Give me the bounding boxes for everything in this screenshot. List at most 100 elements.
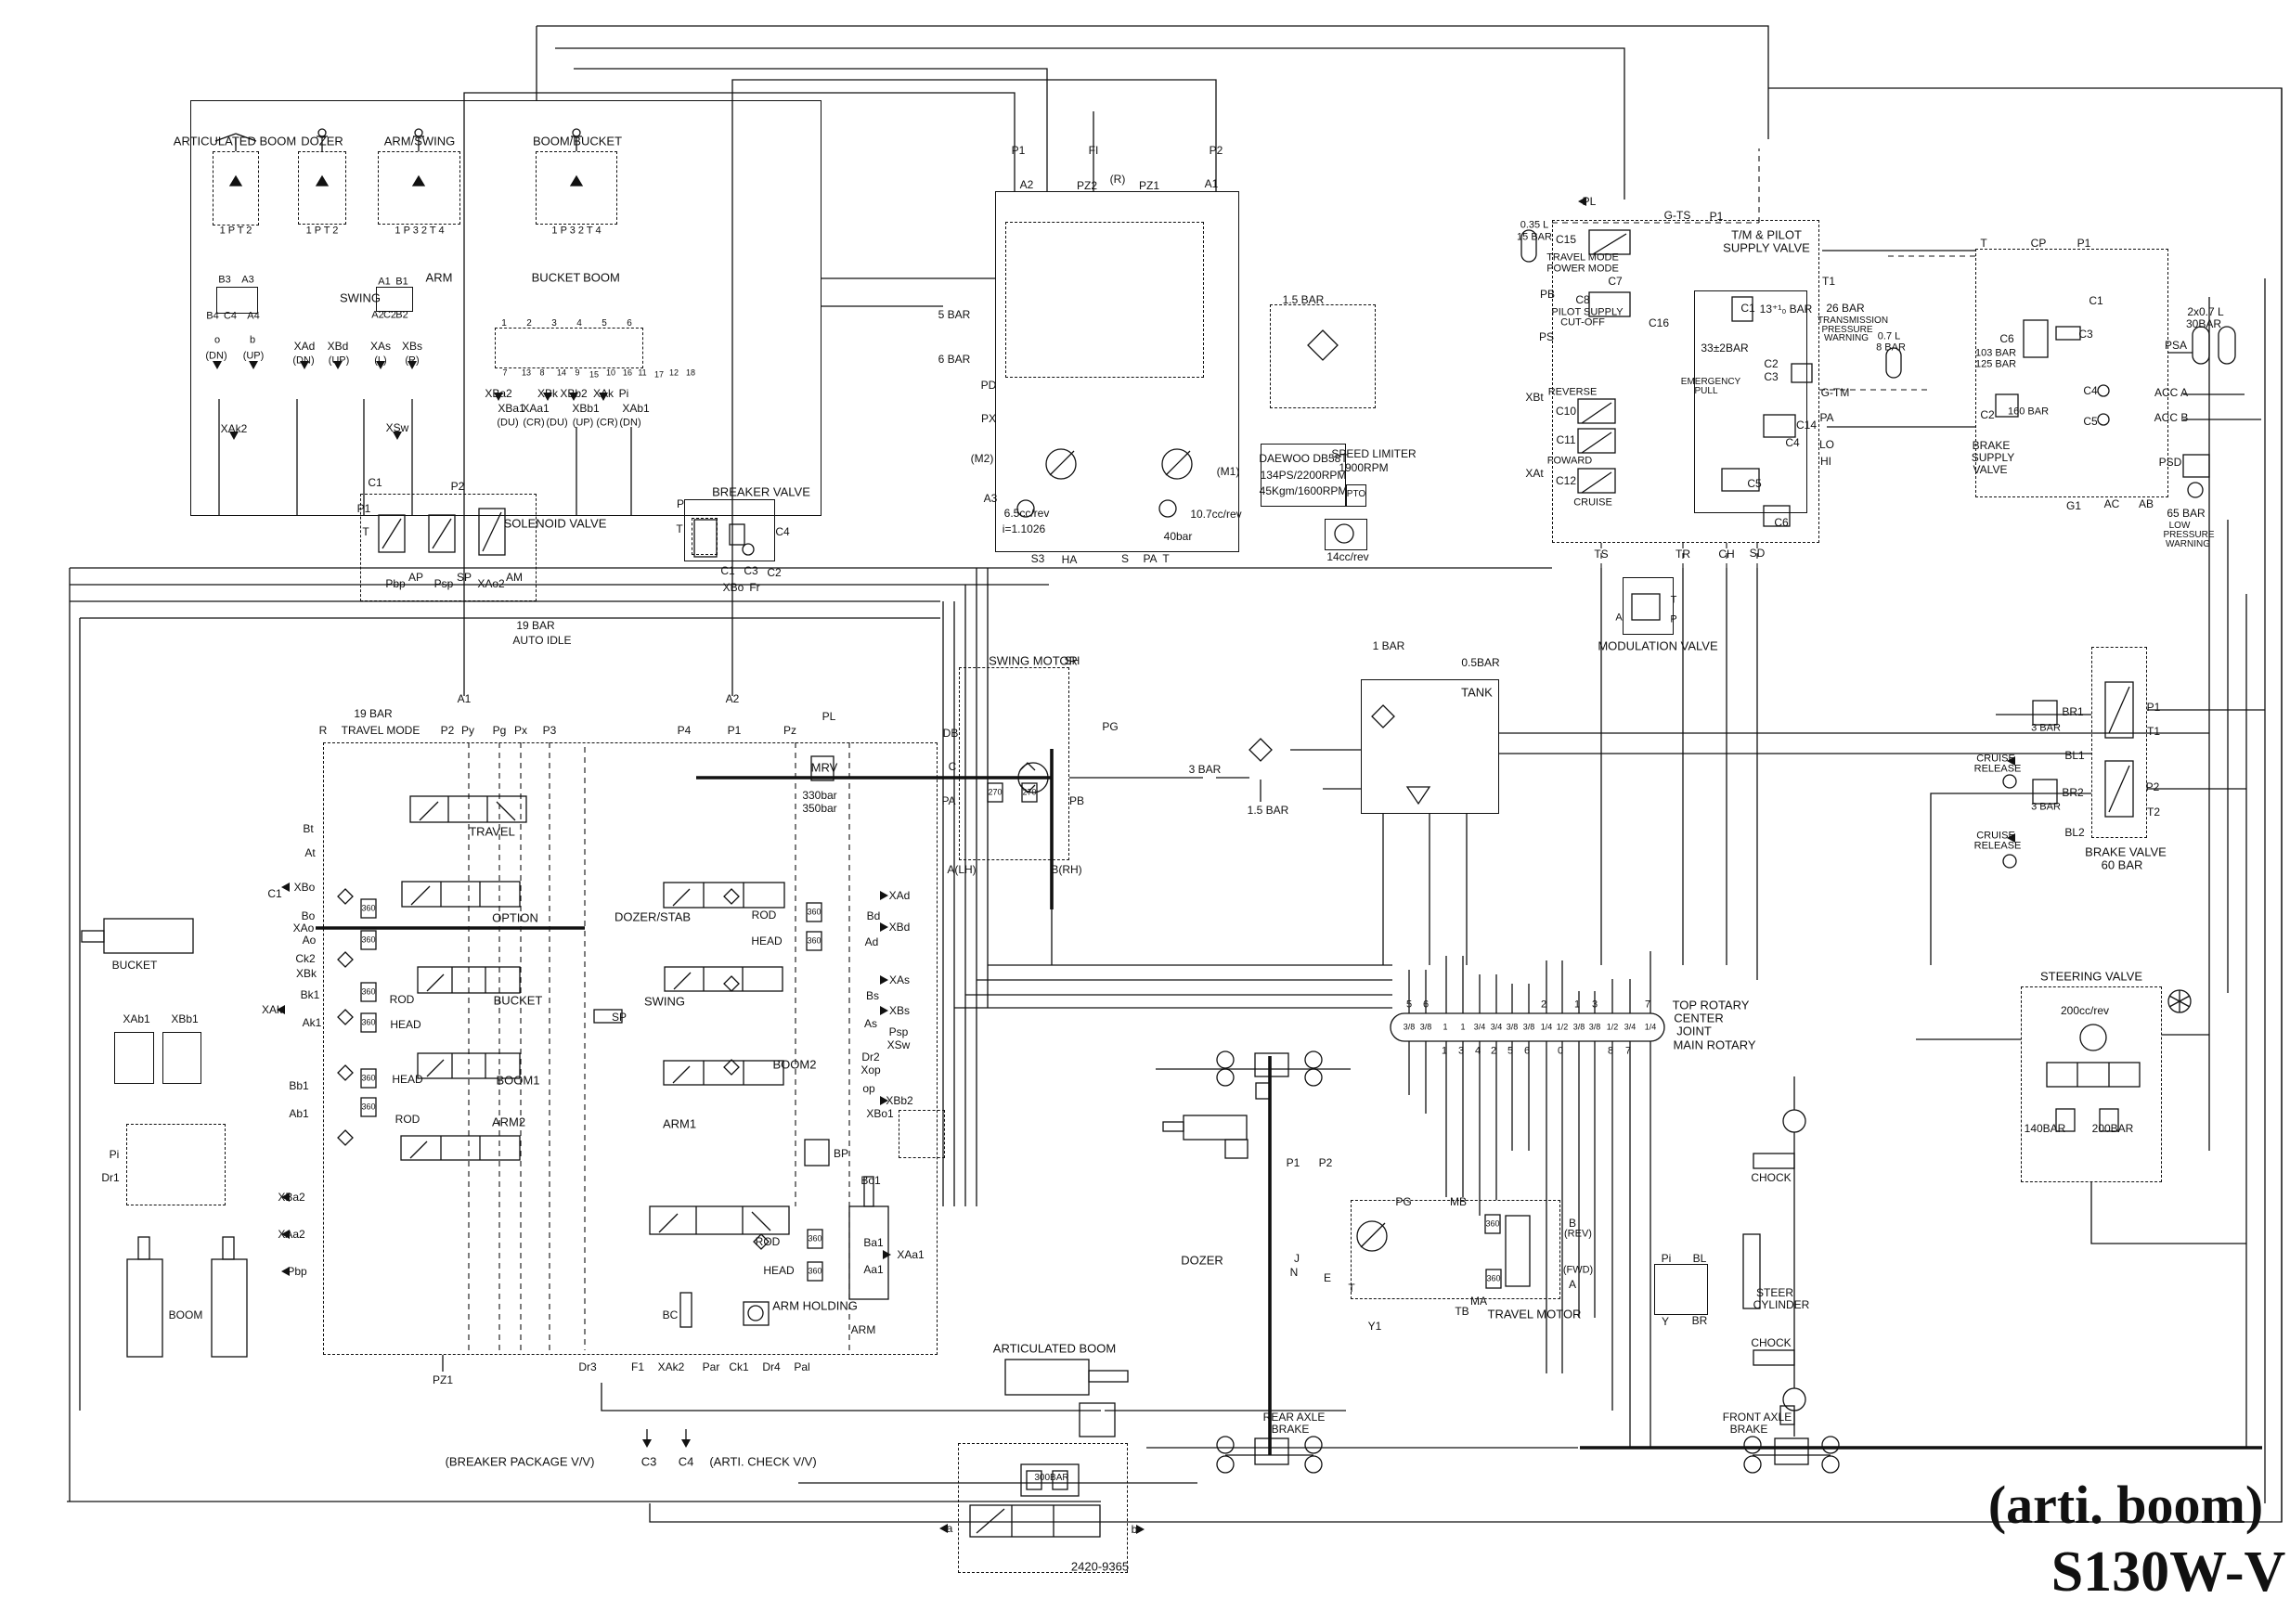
diagram-label: 30BAR: [2185, 317, 2222, 330]
diagram-label: 0: [1557, 1045, 1564, 1057]
solenoid-valve-box: [360, 494, 537, 601]
diagram-label: 8: [539, 367, 545, 378]
diagram-label: BOOM1: [496, 1073, 540, 1088]
diagram-label: Dr3: [578, 1360, 597, 1373]
diagram-label: PA: [1819, 411, 1834, 424]
center-joint-icon: [1390, 1012, 1665, 1042]
diagram-label: (R): [1109, 173, 1126, 186]
diagram-label: PS: [1538, 330, 1555, 343]
diagram-label: CRUISE: [1573, 496, 1612, 509]
diagram-label: T: [362, 525, 369, 538]
diagram-label: DOZER: [301, 134, 343, 148]
diagram-label: XAo2: [477, 577, 505, 590]
diagram-label: C7: [1608, 275, 1623, 288]
diagram-label: XBa1: [498, 402, 525, 415]
diagram-label: Ba1: [863, 1236, 884, 1249]
diagram-label: 1: [1460, 1022, 1466, 1032]
diagram-label: Bd: [866, 909, 881, 922]
diagram-label: C3: [744, 564, 758, 577]
chock-cylinder-icon: [1753, 1153, 1795, 1169]
diagram-label: BUCKET: [493, 993, 543, 1008]
diagram-label: 7: [502, 367, 508, 378]
diagram-label: Pal: [794, 1360, 810, 1373]
main-pump2-icon: [1161, 448, 1193, 480]
diagram-label: A1: [457, 692, 472, 705]
diagram-label: 6 BAR: [938, 353, 971, 366]
diagram-label: 65 BAR: [2167, 507, 2206, 520]
diagram-label: P1: [1011, 144, 1026, 157]
diagram-label: P1: [2077, 237, 2091, 250]
diagram-label: 360: [808, 1233, 822, 1244]
diagram-label: 16: [622, 367, 633, 378]
diagram-label: 360: [361, 1102, 376, 1112]
diagram-label: BRAKE: [1972, 439, 2011, 452]
diagram-label: XAk: [592, 387, 615, 400]
valve-spool-icons: [400, 795, 790, 1235]
diagram-label: C4: [2083, 384, 2098, 397]
diagram-label: Pbp: [385, 577, 406, 590]
diagram-label: MRV: [810, 760, 838, 775]
diagram-label: 3/4: [1473, 1022, 1486, 1032]
diagram-label: 200BAR: [2091, 1122, 2134, 1135]
diagram-label: B2: [395, 309, 408, 321]
diagram-label: BC: [662, 1308, 679, 1321]
diagram-label: Ck1: [729, 1360, 749, 1373]
steer-cylinder-icon: [1742, 1233, 1761, 1309]
diagram-label: C4: [223, 310, 238, 322]
diagram-label: 5: [1507, 1045, 1514, 1057]
diagram-label: A2: [725, 692, 740, 705]
diagram-label: Psp: [888, 1025, 909, 1038]
diagram-label: P2: [1318, 1156, 1333, 1169]
diagram-label: XBk: [537, 387, 559, 400]
diagram-label: PZ2: [1076, 179, 1098, 192]
diagram-label: MB: [1450, 1195, 1467, 1208]
tm-pilot-supply-inner: [1694, 290, 1807, 513]
diagram-label: 0.35 L: [1520, 219, 1549, 231]
diagram-label: Pi: [618, 387, 629, 400]
diagram-label: 0.7 L: [1877, 330, 1901, 342]
diagram-label: C3: [2078, 328, 2093, 341]
diagram-label: B(RH): [1051, 863, 1082, 876]
breaker-valve-inner: [692, 518, 718, 555]
diagram-label: SP: [456, 571, 472, 584]
diagram-label: PA: [941, 794, 956, 807]
diagram-label: 200cc/rev: [2060, 1004, 2110, 1017]
diagram-label: Ao: [302, 934, 317, 947]
diagram-label: G1: [2065, 499, 2082, 512]
diagram-label: Px: [513, 724, 528, 737]
diagram-label: XAk: [261, 1003, 283, 1016]
diagram-label: (CR): [523, 417, 545, 429]
diagram-label: C2: [382, 309, 397, 321]
diagram-label: C6: [1774, 516, 1789, 529]
diagram-label: Dr4: [762, 1360, 781, 1373]
diagram-label: B: [1568, 1217, 1577, 1230]
diagram-label: EMERGENCY: [1680, 377, 1741, 387]
diagram-label: 26 BAR: [1826, 302, 1865, 315]
diagram-label: TOP ROTARY: [1672, 998, 1750, 1012]
diagram-label: Ck2: [295, 952, 316, 965]
diagram-label: Ab1: [289, 1107, 309, 1120]
diagram-label: (DN): [292, 354, 315, 367]
diagram-label: POWER MODE: [1546, 263, 1619, 275]
diagram-label: PG: [1102, 720, 1119, 733]
diagram-label: DAEWOO DB58T: [1259, 452, 1348, 465]
diagram-label: 8 BAR: [1876, 342, 1906, 354]
diagram-label: XBb2: [886, 1094, 913, 1107]
diagram-label: 2: [1490, 1045, 1497, 1057]
diagram-label: 3: [1591, 999, 1598, 1011]
diagram-label: b: [249, 334, 256, 346]
diagram-label: i=1.1026: [1002, 522, 1046, 535]
diagram-label: AM: [506, 571, 523, 584]
diagram-label: 360: [361, 1017, 376, 1027]
diagram-label: MAIN ROTARY: [1673, 1038, 1756, 1052]
diagram-label: BREAKER VALVE: [712, 484, 810, 499]
diagram-label: P3: [542, 724, 557, 737]
diagram-label: 2: [1540, 999, 1547, 1011]
diagram-label: 45Kgm/1600RPM: [1259, 484, 1348, 497]
diagram-label: ARTICULATED BOOM: [173, 134, 297, 148]
diagram-label: TR: [1675, 548, 1690, 561]
diagram-label: P1: [1709, 210, 1724, 223]
diagram-label: ROD: [389, 993, 415, 1006]
diagram-label: PILOT SUPPLY: [1551, 306, 1624, 318]
diagram-label: C1: [720, 564, 735, 577]
